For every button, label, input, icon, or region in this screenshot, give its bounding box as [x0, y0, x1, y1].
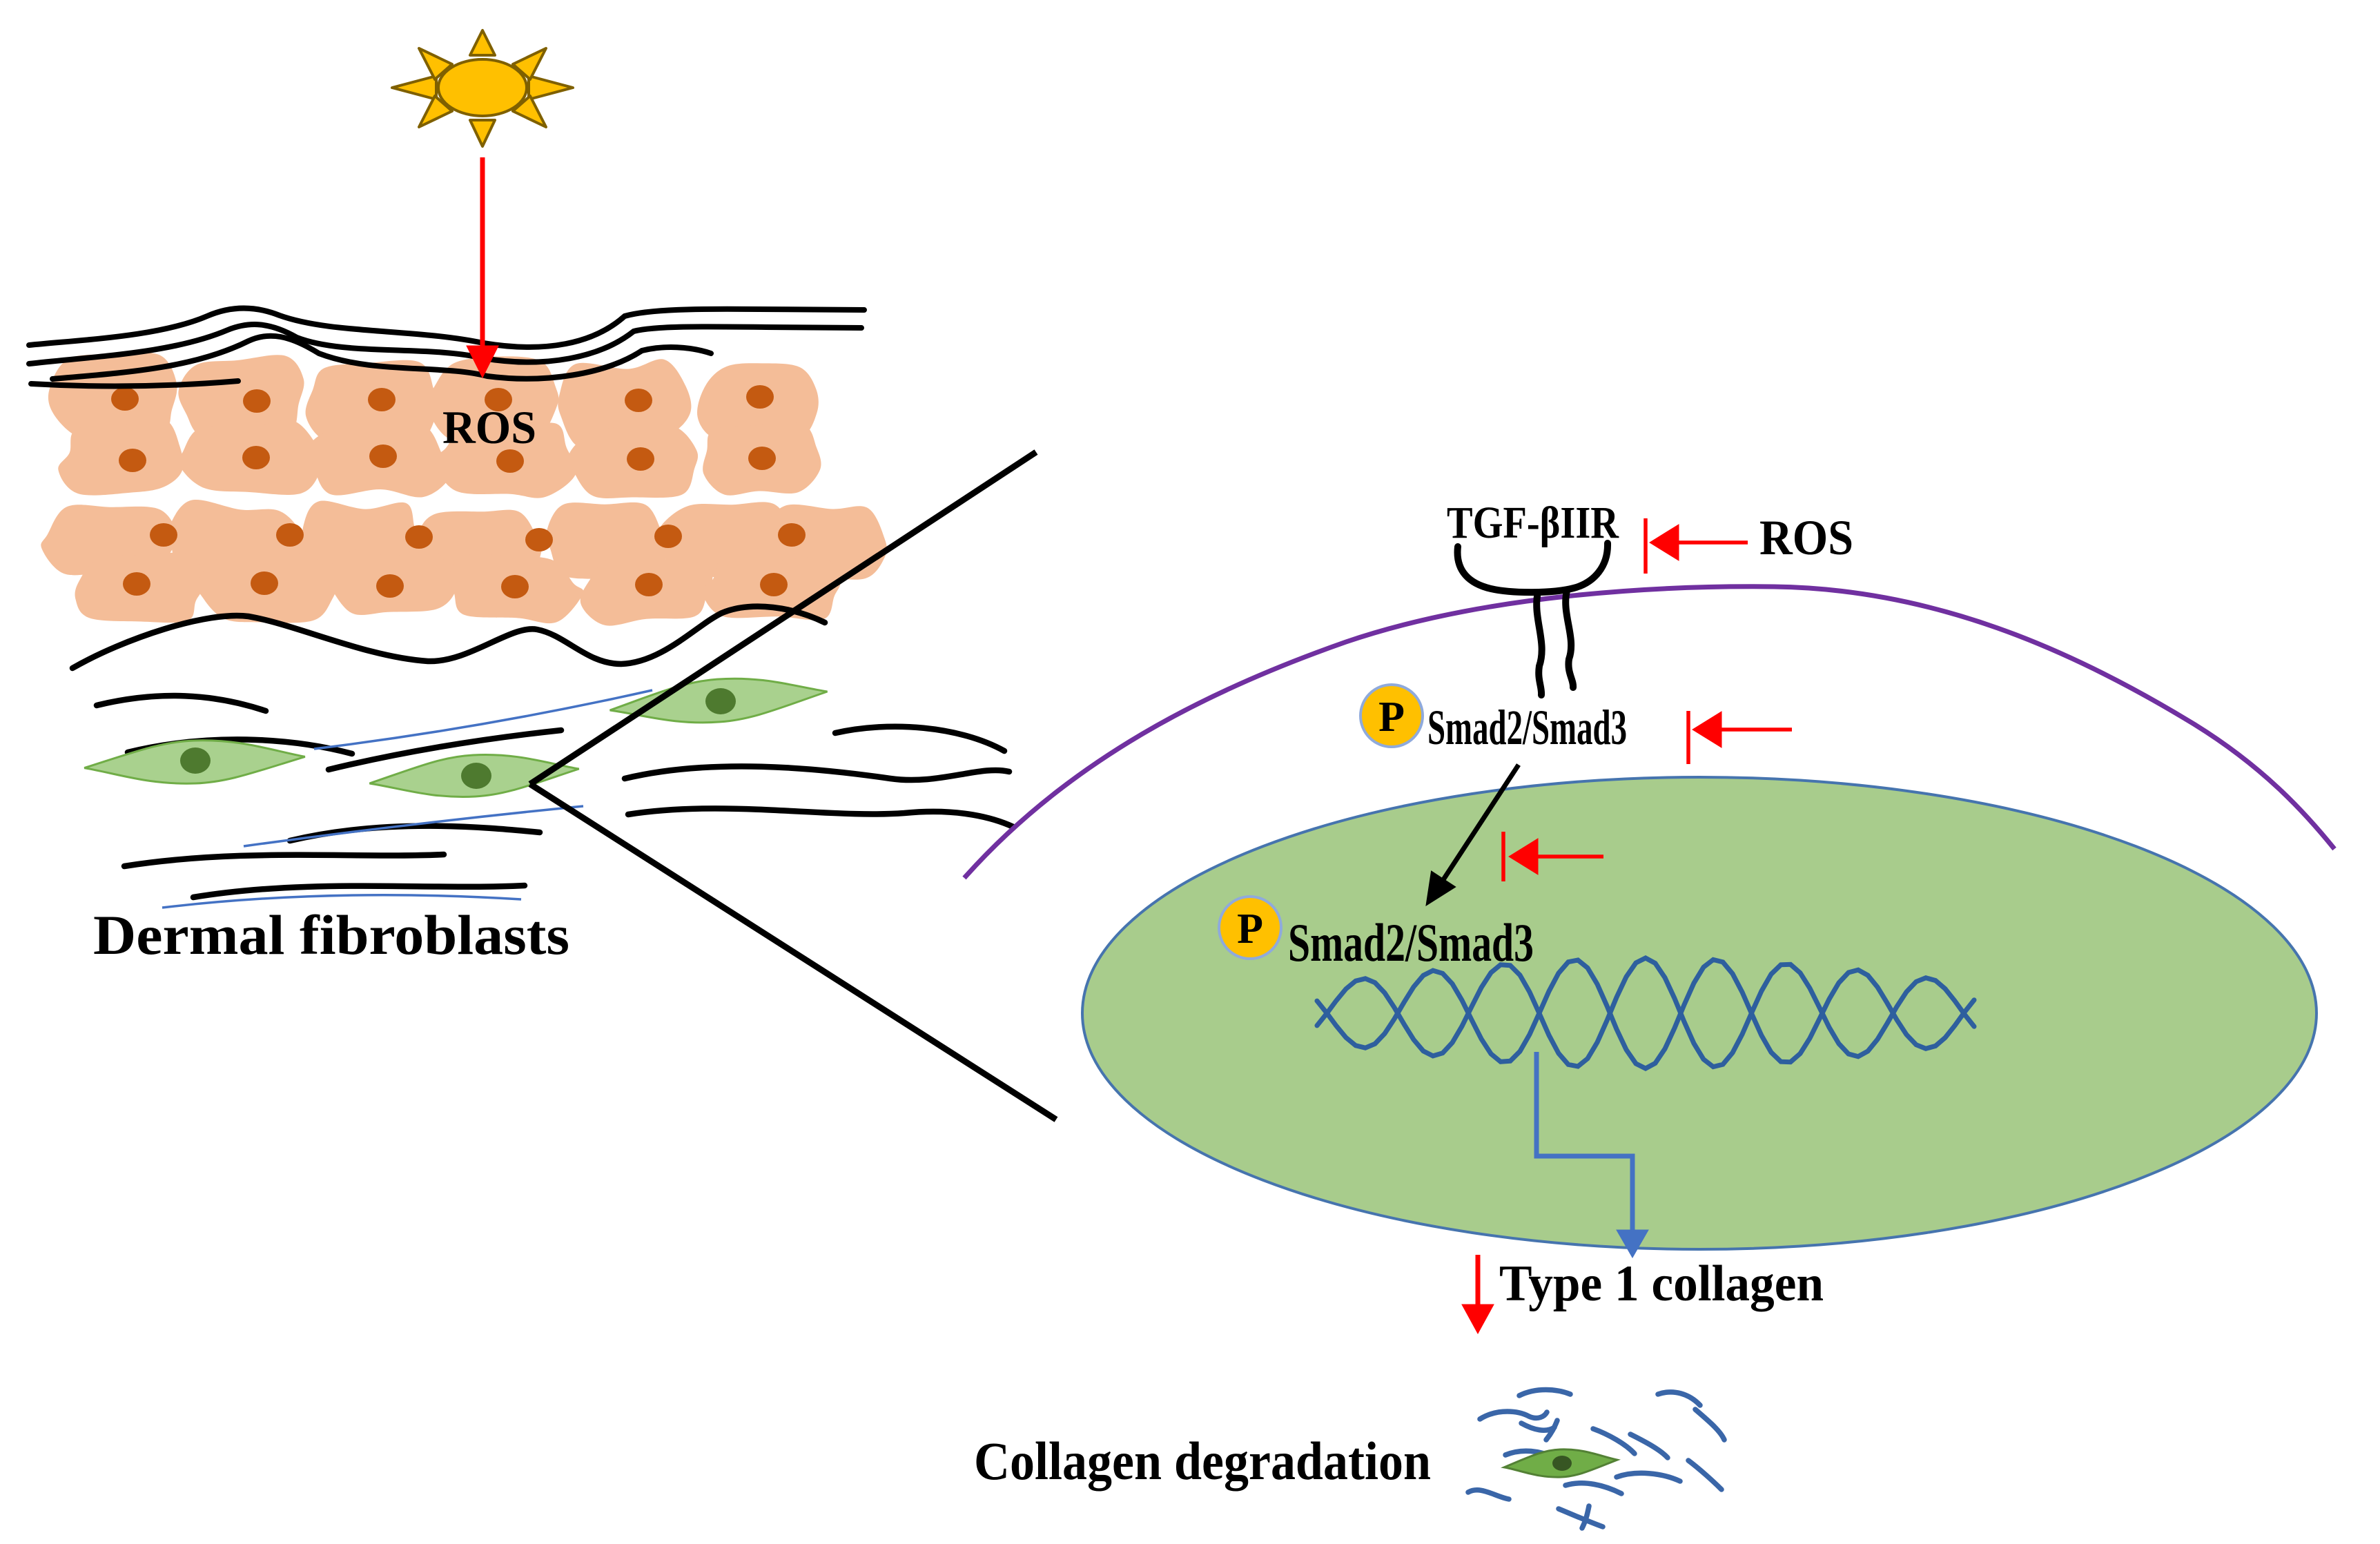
svg-text:Smad2/Smad3: Smad2/Smad3: [1427, 700, 1627, 755]
svg-text:Smad2/Smad3: Smad2/Smad3: [1288, 912, 1534, 973]
svg-text:Type 1 collagen: Type 1 collagen: [1499, 1255, 1824, 1312]
svg-text:Collagen degradation: Collagen degradation: [974, 1431, 1431, 1491]
svg-text:P: P: [1237, 906, 1263, 952]
svg-text:TGF-βIIR: TGF-βIIR: [1447, 498, 1619, 548]
svg-text:P: P: [1378, 694, 1405, 741]
svg-text:ROS: ROS: [1759, 510, 1853, 565]
svg-text:ROS: ROS: [442, 401, 536, 453]
svg-text:Dermal fibroblasts: Dermal fibroblasts: [93, 903, 569, 966]
